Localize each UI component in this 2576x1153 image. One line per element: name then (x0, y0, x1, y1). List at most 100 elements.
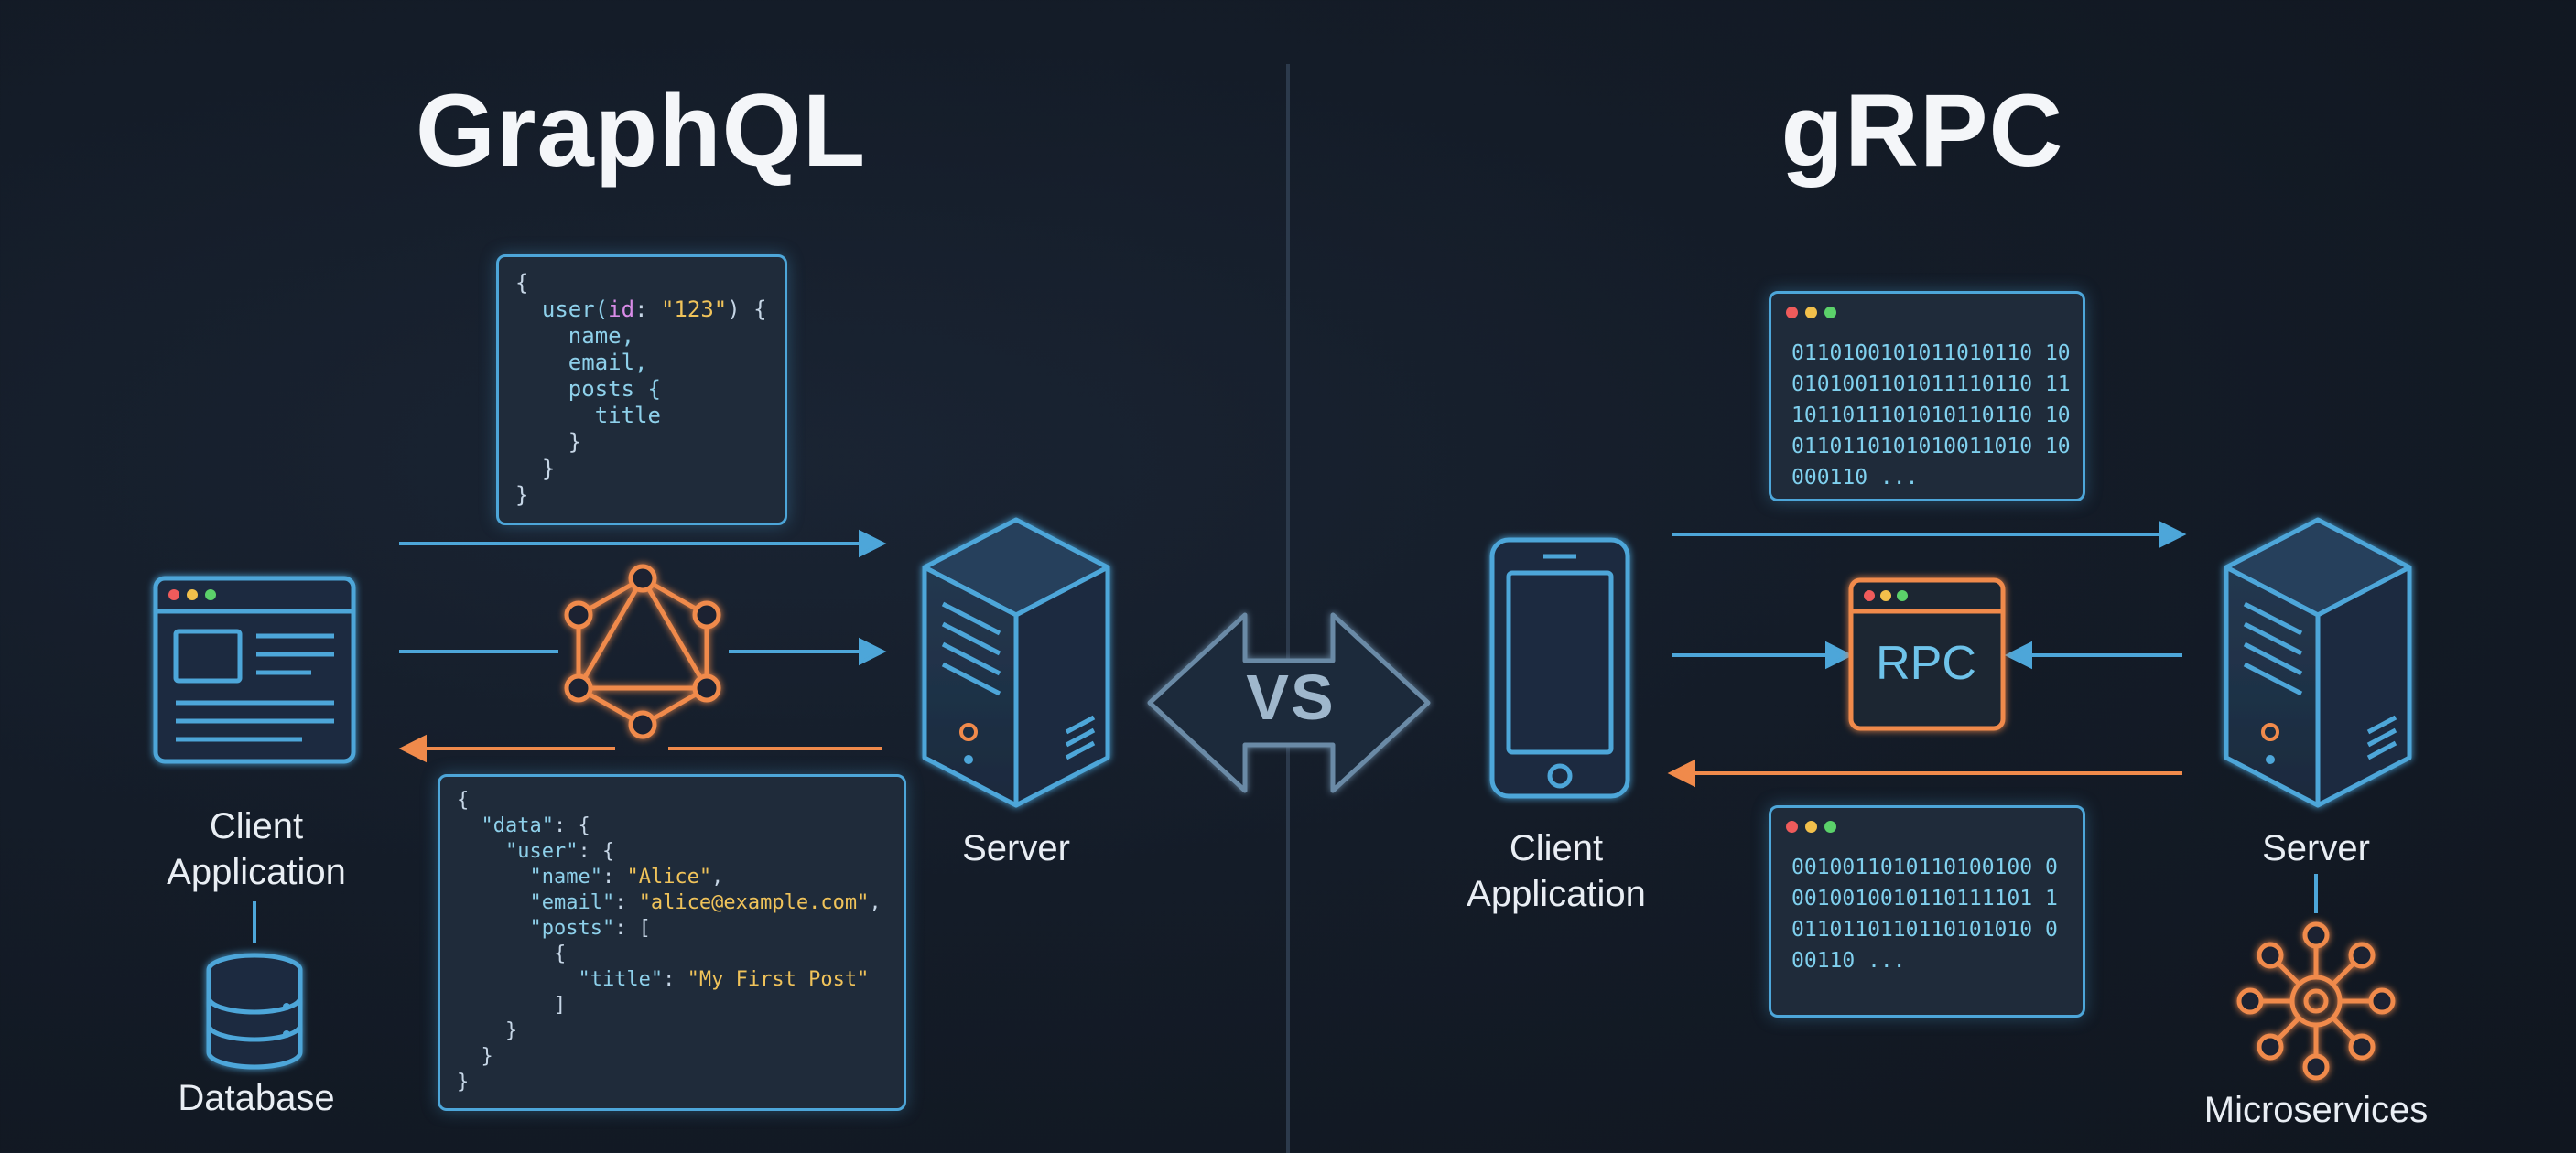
response-token: } (457, 1045, 493, 1068)
query-token: name, (515, 323, 635, 349)
response-token: "alice@example.com" (638, 891, 870, 914)
window-dots (1786, 821, 1836, 833)
grpc-request-binary-panel: 0110100101011010110 10 01010011010111101… (1769, 291, 2085, 501)
dot-red (1786, 307, 1798, 318)
query-line: email, (515, 350, 785, 376)
graphql-client-label: Client Application (167, 806, 346, 892)
grpc-response-arrow (1667, 759, 2182, 788)
query-line: title (515, 403, 785, 429)
grpc-client-to-rpc-arrow (1672, 641, 1854, 670)
query-line: posts { (515, 376, 785, 403)
response-line: } (457, 1044, 904, 1070)
response-line: "title": "My First Post" (457, 967, 904, 993)
graphql-response-arrow (398, 734, 882, 763)
response-token: "title" (457, 968, 664, 991)
response-token: "My First Post" (687, 968, 870, 991)
grpc-response-binary: 0010011010110100100 0 001001001011011110… (1791, 856, 2058, 973)
grpc-server-to-rpc-arrow (2004, 641, 2182, 670)
vs-double-arrow-icon (1147, 612, 1431, 793)
response-line: { (457, 788, 904, 814)
query-line: user(id: "123") { (515, 296, 785, 323)
query-token: } (515, 482, 529, 508)
query-line: } (515, 456, 785, 482)
grpc-request-arrow (1672, 520, 2187, 549)
query-token: user( (515, 296, 609, 322)
graphql-response-panel: { "data": { "user": { "name": "Alice", "… (438, 774, 906, 1111)
query-token: email, (515, 350, 648, 375)
client-phone-icon (1489, 537, 1630, 799)
microservices-icon (2236, 921, 2396, 1081)
grpc-request-binary: 0110100101011010110 10 01010011010111101… (1791, 341, 2071, 490)
graphql-response-code: { "data": { "user": { "name": "Alice", "… (440, 777, 904, 1095)
query-token: : (634, 296, 661, 322)
response-token: "name" (457, 866, 602, 889)
response-line: } (457, 1070, 904, 1095)
graphql-logo-icon (564, 564, 721, 739)
query-line: } (515, 482, 785, 509)
response-line: } (457, 1018, 904, 1044)
center-divider (1286, 64, 1290, 1153)
response-line: "posts": [ (457, 916, 904, 942)
grpc-response-binary-panel: 0010011010110100100 0 001001001011011110… (1769, 805, 2085, 1018)
response-token: : [ (614, 917, 651, 940)
response-token: } (457, 1019, 518, 1042)
response-token: , (711, 866, 724, 889)
graphql-title: GraphQL (415, 73, 867, 188)
grpc-server-icon (2224, 517, 2412, 808)
query-token: ) { (727, 296, 767, 322)
query-token: { (515, 270, 529, 296)
dot-yellow (1805, 821, 1817, 833)
response-line: "user": { (457, 839, 904, 865)
dot-green (1824, 307, 1836, 318)
graphql-server-icon (922, 517, 1110, 808)
response-token: "user" (457, 840, 579, 863)
response-token: : (601, 866, 627, 889)
response-token: , (869, 891, 882, 914)
response-token: "Alice" (626, 866, 712, 889)
response-token: } (457, 1071, 470, 1094)
vs-label: VS (1246, 662, 1336, 733)
response-line: "data": { (457, 814, 904, 839)
graphql-query-arrow (399, 637, 887, 666)
graphql-query-panel: { user(id: "123") { name, email, posts {… (496, 254, 787, 525)
window-dots (1786, 307, 1836, 318)
response-line: ] (457, 993, 904, 1018)
query-token: posts { (515, 376, 661, 402)
dot-red (1786, 821, 1798, 833)
response-token: { (457, 789, 470, 812)
dot-green (1824, 821, 1836, 833)
database-icon (206, 953, 303, 1070)
response-token: : { (578, 840, 615, 863)
graphql-query-code: { user(id: "123") { name, email, posts {… (499, 257, 785, 509)
dot-yellow (1805, 307, 1817, 318)
database-label: Database (178, 1078, 335, 1118)
grpc-title: gRPC (1780, 73, 2064, 188)
query-line: } (515, 429, 785, 456)
grpc-client-label: Client Application (1467, 828, 1646, 914)
query-token: } (515, 456, 556, 481)
graphql-request-arrow (399, 529, 887, 558)
microservices-label: Microservices (2203, 1090, 2429, 1130)
response-line: "name": "Alice", (457, 865, 904, 890)
query-token: title (515, 403, 661, 428)
query-line: { (515, 270, 785, 296)
response-token: "email" (457, 891, 615, 914)
query-token: } (515, 429, 582, 455)
rpc-box-icon (1848, 577, 2006, 731)
query-token: "123" (660, 296, 728, 322)
response-token: "data" (457, 814, 554, 837)
response-token: : (663, 968, 687, 991)
response-token: : (614, 891, 639, 914)
grpc-server-label: Server (2262, 828, 2370, 868)
graphql-server-label: Server (962, 828, 1070, 868)
response-token: "posts" (457, 917, 615, 940)
response-line: "email": "alice@example.com", (457, 890, 904, 916)
response-line: { (457, 942, 904, 967)
response-token: : { (553, 814, 590, 837)
query-line: name, (515, 323, 785, 350)
rpc-label: RPC (1876, 637, 1976, 690)
response-token: { (457, 943, 567, 965)
query-token: id (608, 296, 635, 322)
client-app-window-icon (153, 576, 356, 764)
